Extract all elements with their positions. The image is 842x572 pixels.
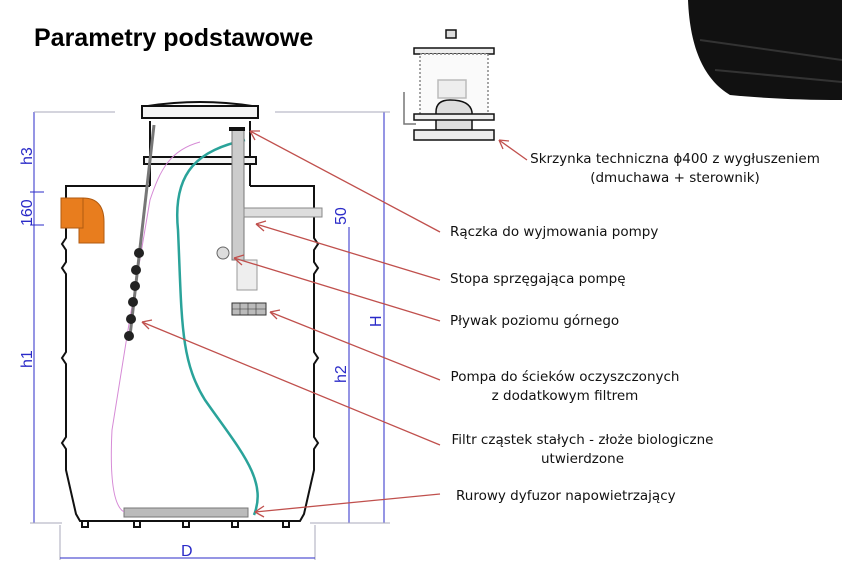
label-technical-box-line2: (dmuchawa + sterownik) xyxy=(590,170,760,186)
diffuser xyxy=(123,507,249,518)
dim-50: 50 xyxy=(333,207,350,225)
label-diffuser: Rurowy dyfuzor napowietrzający xyxy=(456,488,676,504)
filter-line xyxy=(110,141,201,513)
label-filter-line2: utwierdzone xyxy=(540,451,625,467)
air-hose xyxy=(175,138,259,516)
label-upper-float: Pływak poziomu górnego xyxy=(450,313,620,329)
pump-assembly xyxy=(216,127,323,316)
inlet-pipe xyxy=(60,197,105,244)
leader-arrows xyxy=(141,130,528,518)
label-pump: Pompa do ścieków oczyszczonych z dodatko… xyxy=(440,369,690,404)
tank-outline xyxy=(60,101,320,528)
label-filter: Filtr cząstek stałych - złoże biologiczn… xyxy=(445,432,720,467)
dimension-lines xyxy=(30,111,390,560)
dim-D: D xyxy=(181,543,193,560)
dim-H: H xyxy=(368,315,385,327)
label-coupling-foot: Stopa sprzęgająca pompę xyxy=(450,271,626,287)
label-technical-box: Skrzynka techniczna ϕ400 z wygłuszeniem … xyxy=(530,151,820,186)
label-pump-line1: Pompa do ścieków oczyszczonych xyxy=(450,369,680,385)
technical-box-drawing xyxy=(403,29,495,141)
dim-160: 160 xyxy=(19,199,36,226)
label-pump-line2: z dodatkowym filtrem xyxy=(491,388,639,404)
label-filter-line1: Filtr cząstek stałych - złoże biologiczn… xyxy=(451,432,714,448)
label-pump-handle: Rączka do wyjmowania pompy xyxy=(450,224,659,240)
page-title: Parametry podstawowe xyxy=(34,24,314,52)
label-technical-box-line1: Skrzynka techniczna ϕ400 z wygłuszeniem xyxy=(530,151,820,167)
dim-h3: h3 xyxy=(19,147,36,165)
biological-filter-balls xyxy=(124,248,144,341)
dim-h2: h2 xyxy=(333,365,350,383)
dim-h1: h1 xyxy=(19,350,36,368)
